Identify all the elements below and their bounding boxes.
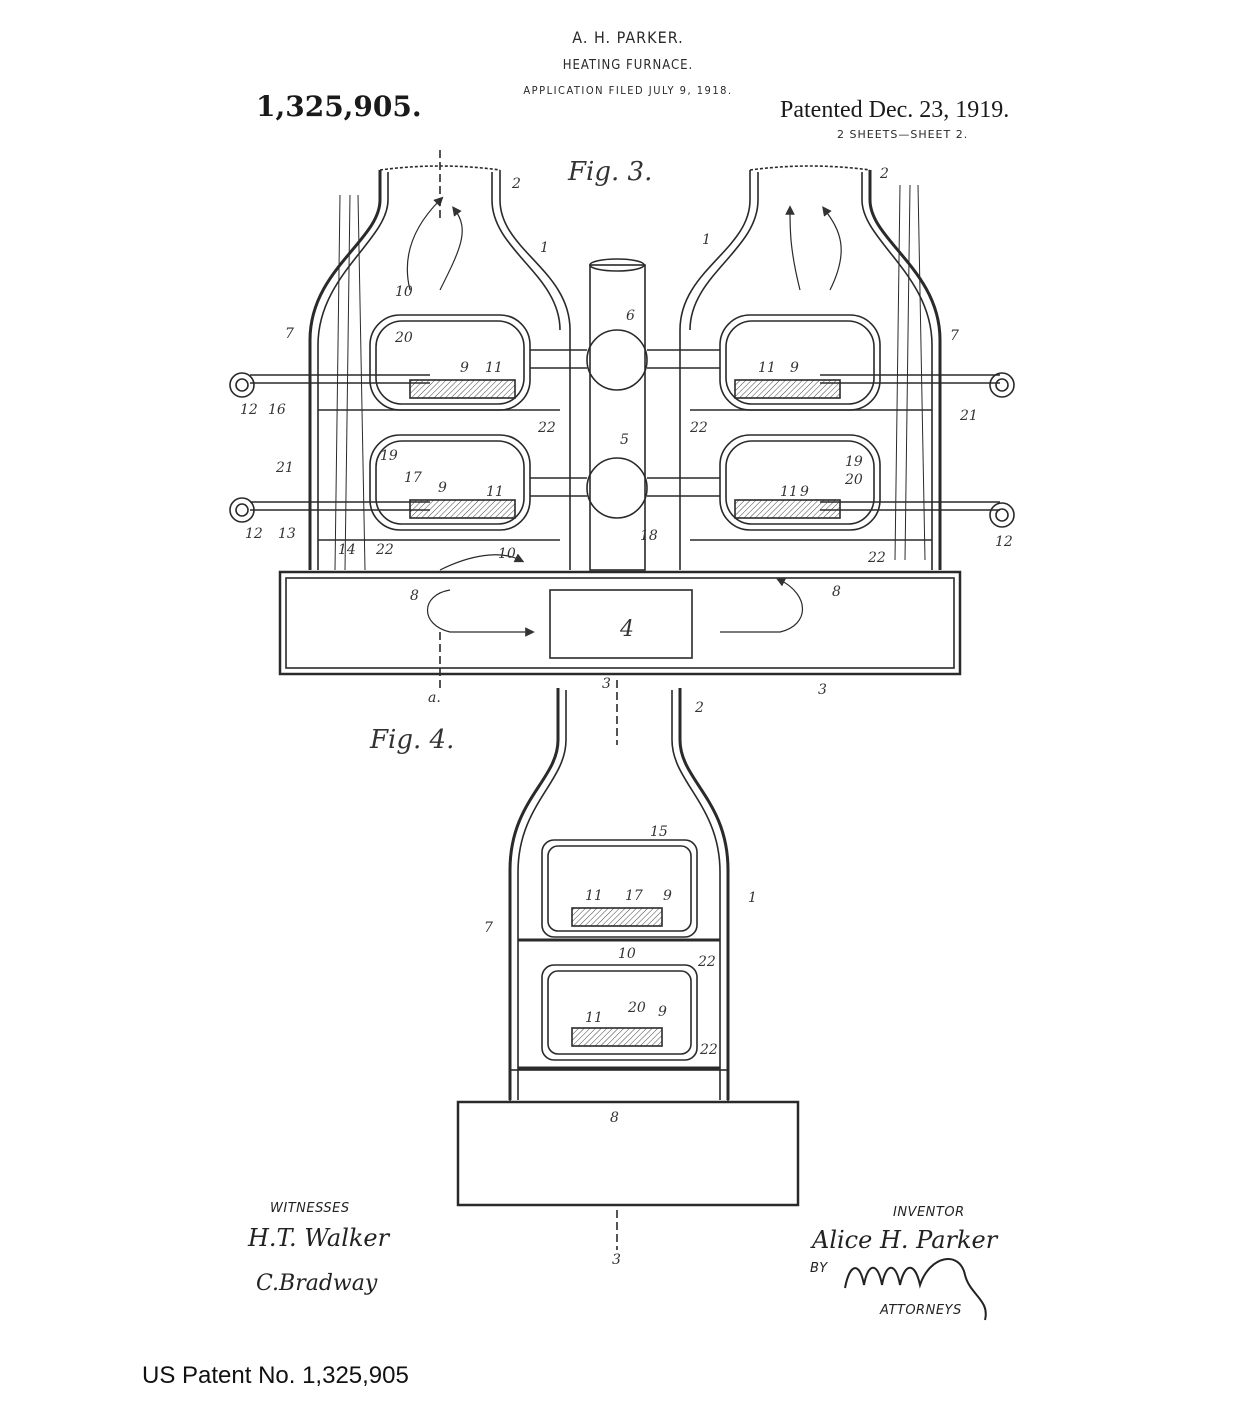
svg-text:15: 15 [650,824,668,840]
patent-number: 1,325,905. [256,90,422,123]
svg-text:11: 11 [780,484,798,500]
by-label: BY [810,1261,828,1276]
svg-text:9: 9 [460,360,469,376]
svg-text:7: 7 [950,328,959,344]
svg-text:22: 22 [375,542,394,558]
svg-text:11: 11 [585,1010,603,1026]
svg-text:16: 16 [268,402,286,418]
svg-text:8: 8 [610,1110,619,1126]
image-caption: US Patent No. 1,325,905 [142,1362,409,1389]
svg-text:12: 12 [995,534,1013,550]
svg-text:17: 17 [625,888,643,904]
svg-text:9: 9 [800,484,809,500]
application-filed: APPLICATION FILED JULY 9, 1918. [523,84,733,97]
svg-text:1: 1 [540,240,549,256]
inventor-signature: Alice H. Parker [810,1226,999,1254]
svg-text:10: 10 [395,284,413,300]
svg-text:7: 7 [285,326,294,342]
attorneys-label: ATTORNEYS [879,1303,962,1318]
svg-text:21: 21 [959,408,978,424]
svg-text:18: 18 [640,528,658,544]
inventor-heading: A. H. PARKER. [572,28,684,47]
svg-text:9: 9 [663,888,672,904]
svg-text:22: 22 [699,1042,718,1058]
central-flue [530,258,720,571]
svg-text:1: 1 [748,890,757,906]
svg-text:11: 11 [585,888,603,904]
fig4-section-view [456,680,800,1250]
svg-text:8: 8 [410,588,419,604]
svg-text:6: 6 [626,308,635,324]
subject-heading: HEATING FURNACE. [562,58,694,73]
svg-text:10: 10 [618,946,636,962]
svg-text:12: 12 [240,402,258,418]
svg-text:9: 9 [790,360,799,376]
svg-text:17: 17 [404,470,422,486]
sheet-count: 2 SHEETS—SHEET 2. [837,128,969,141]
svg-text:8: 8 [832,584,841,600]
svg-text:11: 11 [758,360,776,376]
svg-text:19: 19 [380,448,398,464]
attorney-signature-scrawl [844,1258,987,1321]
svg-text:21: 21 [275,460,294,476]
svg-text:9: 9 [658,1004,667,1020]
svg-text:4: 4 [619,617,634,642]
right-heating-chamber [679,165,1015,570]
svg-text:22: 22 [537,420,556,436]
svg-text:11: 11 [485,360,503,376]
witness-1-signature: H.T. Walker [247,1224,391,1252]
fig3-label: Fig. 3. [567,157,652,187]
svg-text:22: 22 [697,954,716,970]
svg-text:14: 14 [338,542,356,558]
witnesses-label: WITNESSES [270,1201,350,1216]
svg-text:19: 19 [845,454,863,470]
svg-text:22: 22 [867,550,886,566]
svg-text:10: 10 [498,546,516,562]
svg-text:22: 22 [689,420,708,436]
svg-text:2: 2 [879,166,889,182]
svg-text:5: 5 [620,432,629,448]
svg-text:3: 3 [818,682,827,698]
svg-text:9: 9 [438,480,447,496]
reference-numerals: 2 2 1 1 10 6 5 7 7 9 11 11 9 20 12 16 22… [240,166,1013,1268]
svg-text:20: 20 [394,330,413,346]
fig4-label: Fig. 4. [369,725,454,755]
left-heating-chamber [229,165,571,571]
svg-text:3: 3 [612,1252,621,1268]
svg-text:11: 11 [486,484,504,500]
svg-text:2: 2 [694,700,704,716]
witness-2-signature: C.Bradway [256,1271,378,1296]
svg-text:12: 12 [245,526,263,542]
patented-date: Patented Dec. 23, 1919. [780,97,1010,123]
svg-text:a.: a. [428,690,441,706]
svg-text:1: 1 [702,232,711,248]
svg-text:13: 13 [278,526,296,542]
svg-text:20: 20 [627,1000,646,1016]
signature-block: WITNESSES H.T. Walker C.Bradway INVENTOR… [247,1201,999,1321]
svg-text:3: 3 [602,676,611,692]
svg-text:7: 7 [484,920,493,936]
svg-text:20: 20 [844,472,863,488]
base-box [278,150,962,690]
inventor-label: INVENTOR [893,1205,965,1220]
svg-text:2: 2 [511,176,521,192]
